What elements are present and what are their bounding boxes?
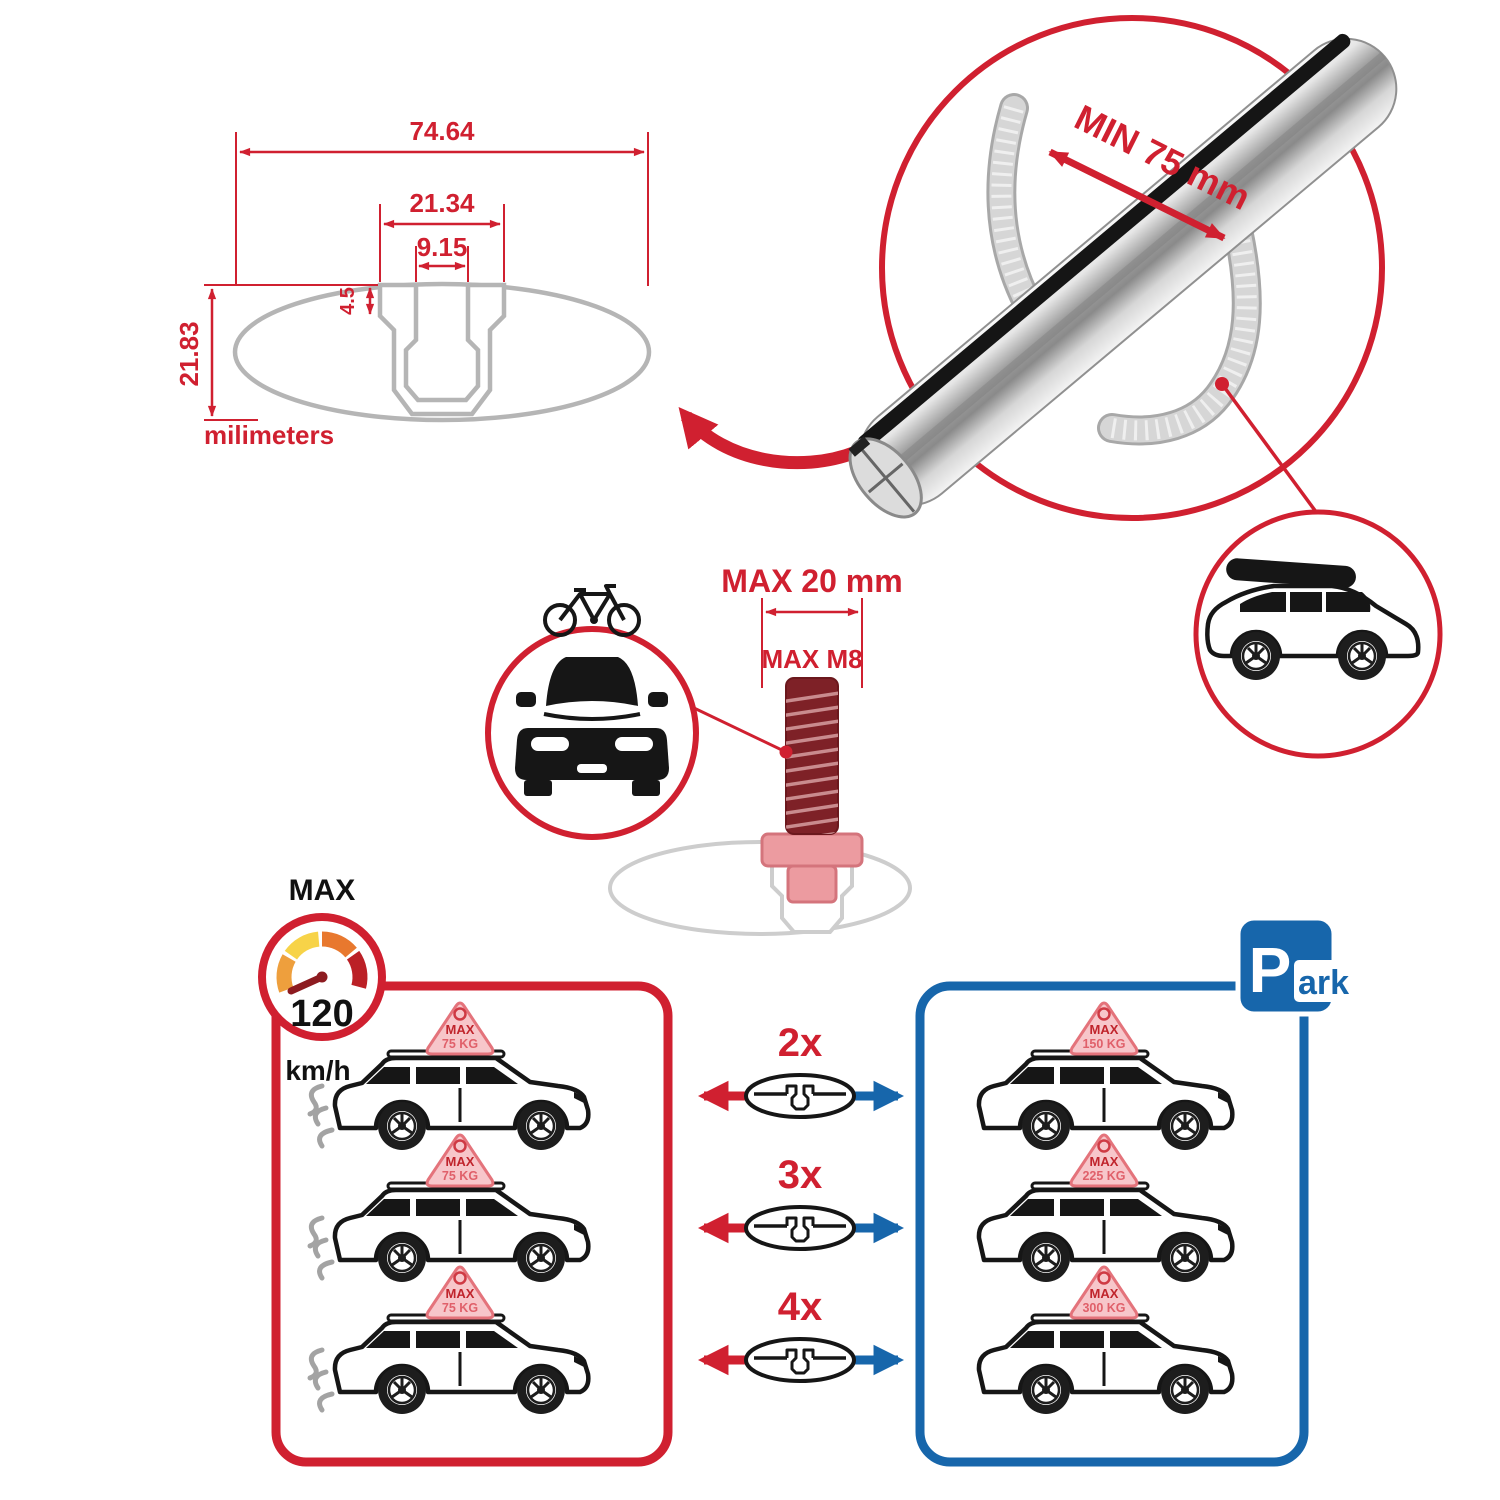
sign-weight: 75 KG [442, 1037, 478, 1051]
speed-unit: km/h [285, 1055, 350, 1086]
quantity-row-2x: 2x [697, 1021, 905, 1119]
quantity-label: 4x [778, 1285, 823, 1329]
quantity-row-3x: 3x [697, 1153, 905, 1251]
dim-ext-outer [235, 132, 649, 286]
weight-sign: MAX 75 KG [425, 1265, 495, 1320]
zoom-arrow [678, 406, 859, 470]
dim-label-slot-width: 9.15 [417, 232, 468, 262]
speedometer: MAX 120 km/h [258, 874, 386, 1086]
sign-title: MAX [1090, 1022, 1119, 1037]
bolt-callout-line [693, 706, 787, 754]
suv-roofbox-circle [1193, 509, 1443, 759]
dim-label-outer-width: 74.64 [409, 116, 475, 146]
bar-profile-icon [744, 1337, 856, 1383]
weight-sign: MAX 75 KG [425, 1001, 495, 1056]
suv-icon [1205, 558, 1421, 682]
park-sign-label-bg [1294, 960, 1348, 1002]
bolt-width-label: MAX 20 mm [721, 563, 902, 599]
bolt-diagram: MAX 20 mm MAX M8 [608, 563, 912, 936]
bolt-dim-ext [761, 598, 863, 688]
speed-value: 120 [290, 993, 353, 1035]
roof-box [1226, 558, 1356, 588]
sign-weight: 225 KG [1082, 1169, 1125, 1183]
connector-dot [1215, 377, 1229, 391]
min-span-arrow [1048, 148, 1226, 242]
unit-label: milimeters [204, 420, 334, 450]
bar-profile-icon [744, 1073, 856, 1119]
quantity-label: 2x [778, 1021, 823, 1065]
park-sign-rest: ark [1298, 964, 1349, 1002]
aluminum-crossbar [848, 33, 1398, 519]
quantity-label: 3x [778, 1153, 823, 1197]
bar-profile-icon [744, 1205, 856, 1251]
driving-cars: MAX 75 KG MAX 75 KG MAX 75 KG [310, 1001, 588, 1414]
sign-weight: 75 KG [442, 1169, 478, 1183]
dim-ext-height [204, 284, 378, 421]
bolt-threads [786, 690, 838, 834]
bolt-head-stem [786, 864, 838, 904]
parked-cars: MAX 150 KG MAX 225 KG MAX 300 KG [979, 1001, 1232, 1414]
gauge-arcs [276, 931, 368, 993]
sign-title: MAX [446, 1022, 475, 1037]
sign-weight: 300 KG [1082, 1301, 1125, 1315]
t-slot-channel-profile [377, 282, 507, 417]
weight-sign: MAX 150 KG [1069, 1001, 1139, 1056]
bolt-callout-dot [779, 745, 793, 759]
rubber-gasket-strip [857, 33, 1351, 450]
clamp-strap [986, 93, 1262, 446]
bolt-head-flange [760, 832, 864, 868]
connector-line [1220, 382, 1324, 522]
sign-weight: 150 KG [1082, 1037, 1125, 1051]
weight-sign: MAX 225 KG [1069, 1133, 1139, 1188]
car-front-icon [515, 657, 669, 796]
car-front-circle [485, 584, 699, 840]
sign-title: MAX [1090, 1154, 1119, 1169]
sign-title: MAX [1090, 1286, 1119, 1301]
park-sign-letter: P [1249, 934, 1292, 1006]
gauge-hub [316, 971, 328, 983]
bar-profile-ellipse [232, 281, 652, 423]
bicycle-icon [543, 584, 641, 637]
sign-title: MAX [446, 1154, 475, 1169]
dim-ext-tab [379, 204, 505, 282]
speed-max-label: MAX [289, 874, 356, 907]
gauge-needle [287, 973, 326, 995]
bolt-thread-label: MAX M8 [761, 644, 862, 674]
sign-weight: 75 KG [442, 1301, 478, 1315]
quantity-row-4x: 4x [697, 1285, 905, 1383]
quantity-rows: 2x 3x 4x [697, 1021, 905, 1383]
weight-sign: MAX 300 KG [1069, 1265, 1139, 1320]
cross-section-drawing: 74.64 21.34 9.15 4.5 21.83 milimeters [174, 116, 652, 450]
dim-label-tab-width: 21.34 [409, 188, 475, 218]
bar-end-cap [848, 436, 923, 519]
sign-title: MAX [446, 1286, 475, 1301]
dim-label-profile-height: 21.83 [174, 321, 204, 386]
bar-detail-circle: MIN 75 mm [848, 15, 1398, 522]
weight-sign: MAX 75 KG [425, 1133, 495, 1188]
park-sign: P ark [1235, 915, 1349, 1017]
dim-label-tab-height: 4.5 [337, 287, 359, 315]
faded-profile-ellipse [608, 840, 912, 936]
dim-ext-slot [415, 246, 469, 282]
